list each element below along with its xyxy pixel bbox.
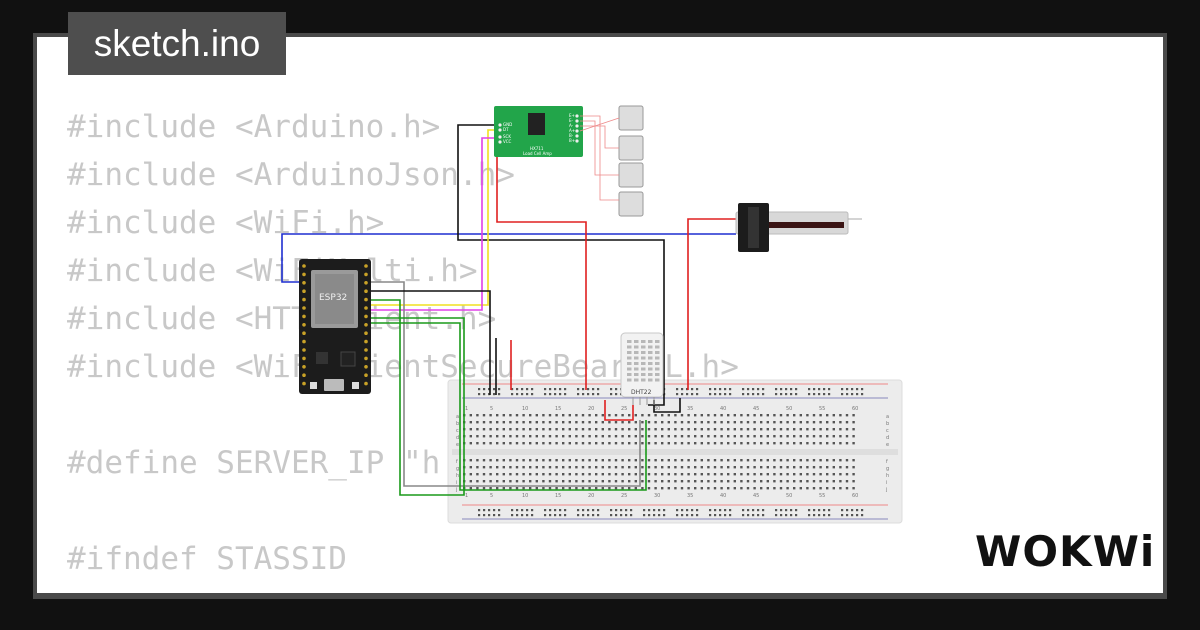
wire-yellow bbox=[370, 129, 497, 306]
svg-text:E+: E+ bbox=[569, 113, 575, 118]
wires bbox=[281, 124, 736, 496]
wire-red-dht bbox=[604, 400, 634, 421]
svg-text:A+: A+ bbox=[569, 128, 575, 133]
bb-num: 55 bbox=[819, 493, 825, 499]
code-line: #define SERVER_IP "h bbox=[67, 445, 441, 481]
wokwi-logo: WOKWi bbox=[975, 520, 1155, 584]
breadboard-holes bbox=[463, 388, 864, 517]
svg-text:c: c bbox=[456, 428, 459, 434]
terminal-connectors bbox=[579, 105, 644, 217]
bb-num: 50 bbox=[786, 406, 792, 412]
bb-num: 20 bbox=[588, 493, 594, 499]
wire-black-hx711 bbox=[457, 124, 665, 406]
bb-num: 5 bbox=[490, 406, 493, 412]
dht-label: DHT22 bbox=[631, 389, 652, 396]
svg-text:a: a bbox=[886, 414, 889, 420]
svg-text:A-: A- bbox=[569, 123, 574, 128]
tab-title: sketch.ino bbox=[93, 23, 261, 64]
bb-num: 35 bbox=[687, 493, 693, 499]
svg-text:d: d bbox=[456, 435, 459, 441]
code-line: #define STASSID "...RobotNet" bbox=[67, 583, 739, 593]
wire-blue bbox=[281, 233, 736, 283]
svg-text:f: f bbox=[456, 459, 458, 465]
svg-text:f: f bbox=[886, 459, 888, 465]
bb-num: 5 bbox=[490, 493, 493, 499]
wire-green-1 bbox=[370, 299, 465, 496]
svg-text:h: h bbox=[886, 473, 889, 479]
svg-text:i: i bbox=[456, 480, 457, 486]
bb-num: 1 bbox=[465, 406, 468, 412]
svg-text:j: j bbox=[455, 487, 457, 493]
esp32-board[interactable]: ESP32 bbox=[299, 259, 371, 394]
esp32-label: ESP32 bbox=[319, 293, 347, 303]
svg-text:j: j bbox=[885, 487, 887, 493]
code-line: #include <WiFi.h> bbox=[67, 205, 385, 241]
bb-num: 40 bbox=[720, 406, 726, 412]
bb-num: 25 bbox=[621, 406, 627, 412]
bb-num: 30 bbox=[654, 406, 660, 412]
breadboard-row-letters: a b c d e f g h i j a b c d e f g h i j bbox=[455, 414, 889, 493]
svg-text:B-: B- bbox=[569, 133, 574, 138]
svg-text:i: i bbox=[886, 480, 887, 486]
svg-text:e: e bbox=[456, 442, 459, 448]
svg-text:c: c bbox=[886, 428, 889, 434]
bb-num: 30 bbox=[654, 493, 660, 499]
svg-text:a: a bbox=[456, 414, 459, 420]
breadboard-column-numbers-top: 1 5 10 15 20 25 30 35 40 45 50 55 60 bbox=[465, 406, 858, 412]
slide-potentiometer[interactable] bbox=[735, 203, 862, 252]
hx711-module[interactable]: GND DT SCK VCC E+ E- A- A+ B- B+ HX711 L… bbox=[494, 106, 583, 157]
svg-text:b: b bbox=[456, 421, 459, 427]
breadboard[interactable]: 1 5 10 15 20 25 30 35 40 45 50 55 60 1 5… bbox=[447, 379, 903, 524]
svg-text:g: g bbox=[886, 466, 889, 472]
bb-num: 10 bbox=[522, 493, 528, 499]
logo-text: WOKWi bbox=[975, 527, 1156, 576]
bb-num: 15 bbox=[555, 493, 561, 499]
bb-num: 10 bbox=[522, 406, 528, 412]
hx711-label: HX711 bbox=[530, 146, 544, 151]
svg-text:SCK: SCK bbox=[503, 134, 511, 139]
svg-text:E-: E- bbox=[569, 118, 574, 123]
bb-num: 50 bbox=[786, 493, 792, 499]
svg-text:DT: DT bbox=[503, 127, 509, 132]
wire-green-2 bbox=[370, 322, 647, 491]
svg-text:b: b bbox=[886, 421, 889, 427]
bb-num: 15 bbox=[555, 406, 561, 412]
svg-text:VCC: VCC bbox=[503, 139, 512, 144]
wire-black-dht bbox=[653, 398, 681, 413]
bb-num: 40 bbox=[720, 493, 726, 499]
code-line: #include <Arduino.h> bbox=[67, 109, 441, 145]
bb-num: 25 bbox=[621, 493, 627, 499]
svg-text:g: g bbox=[456, 466, 459, 472]
bb-num: 60 bbox=[852, 493, 858, 499]
esp32-pins bbox=[302, 264, 368, 386]
svg-text:e: e bbox=[886, 442, 889, 448]
svg-text:GND: GND bbox=[503, 122, 512, 127]
svg-text:d: d bbox=[886, 435, 889, 441]
bb-num: 45 bbox=[753, 493, 759, 499]
hx711-sublabel: Load Cell Amp bbox=[523, 151, 552, 156]
bb-num: 55 bbox=[819, 406, 825, 412]
svg-text:B+: B+ bbox=[569, 138, 575, 143]
bb-num: 20 bbox=[588, 406, 594, 412]
dht22-sensor[interactable]: DHT22 bbox=[620, 332, 664, 405]
bb-num: 45 bbox=[753, 406, 759, 412]
sketch-tab[interactable]: sketch.ino bbox=[68, 12, 286, 75]
code-line: #ifndef STASSID bbox=[67, 541, 347, 577]
wire-red-load bbox=[687, 218, 736, 390]
wire-black-bb bbox=[370, 290, 491, 395]
code-line: #include <ArduinoJson.h> bbox=[67, 157, 515, 193]
bb-num: 35 bbox=[687, 406, 693, 412]
code-editor: #include <Arduino.h> #include <ArduinoJso… bbox=[67, 103, 739, 593]
breadboard-column-numbers-bottom: 1 5 10 15 20 25 30 35 40 45 50 55 60 bbox=[465, 493, 858, 499]
wire-gray bbox=[370, 281, 641, 487]
wire-magenta bbox=[370, 137, 497, 311]
svg-text:h: h bbox=[456, 473, 459, 479]
wire-red-hx711 bbox=[496, 143, 587, 390]
bb-num: 1 bbox=[465, 493, 468, 499]
bb-num: 60 bbox=[852, 406, 858, 412]
